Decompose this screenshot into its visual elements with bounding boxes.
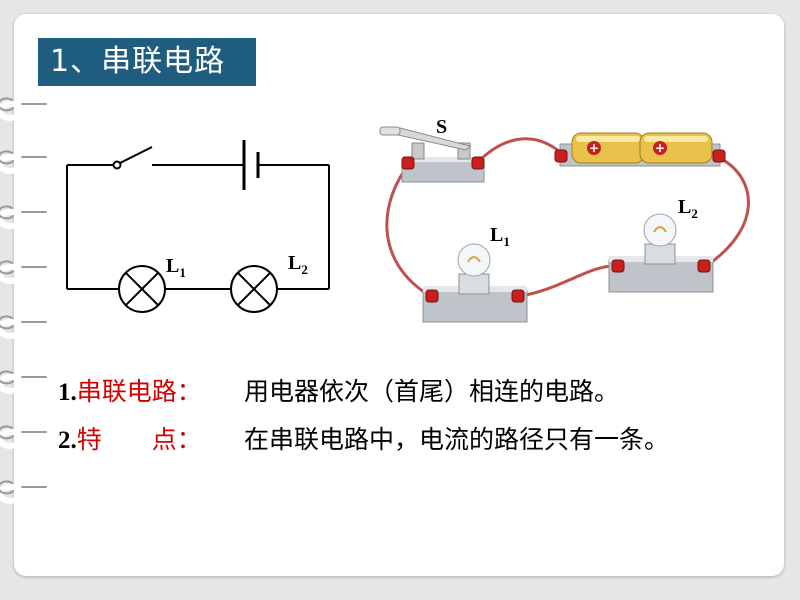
- notebook-rings: [0, 97, 47, 504]
- switch-symbol: [112, 160, 122, 170]
- schematic-diagram: [66, 140, 330, 313]
- physical-diagram: + +: [379, 126, 750, 323]
- schematic-lamp2-label: L2: [288, 252, 308, 277]
- slide-card: [14, 14, 784, 576]
- svg-text:+: +: [589, 141, 599, 155]
- switch-device: [379, 126, 485, 183]
- point-key: 特 点：: [76, 425, 202, 454]
- point-definition: 1.串联电路： 用电器依次（首尾）相连的电路。: [58, 372, 619, 408]
- battery-device: + +: [554, 132, 726, 167]
- point-number: 2.: [58, 427, 77, 454]
- section-title: 1、串联电路: [38, 38, 256, 86]
- lamp-symbol-1: [118, 265, 166, 313]
- point-feature: 2.特 点： 在串联电路中，电流的路径只有一条。: [58, 420, 669, 456]
- point-number: 1.: [58, 379, 77, 406]
- circuit-diagrams: + +: [66, 126, 750, 323]
- lamp-symbol-2: [230, 265, 278, 313]
- point-desc: 在串联电路中，电流的路径只有一条。: [244, 425, 670, 454]
- switch-label: S: [436, 116, 448, 138]
- svg-text:+: +: [655, 141, 665, 155]
- lamp-device-2: [608, 213, 714, 293]
- physical-lamp1-label: L1: [490, 224, 510, 249]
- wires: [385, 137, 750, 298]
- physical-lamp2-label: L2: [678, 196, 698, 221]
- schematic-lamp1-label: L1: [166, 255, 186, 280]
- point-key: 串联电路：: [76, 377, 202, 406]
- lamp-device-1: [422, 243, 528, 323]
- point-desc: 用电器依次（首尾）相连的电路。: [244, 377, 620, 406]
